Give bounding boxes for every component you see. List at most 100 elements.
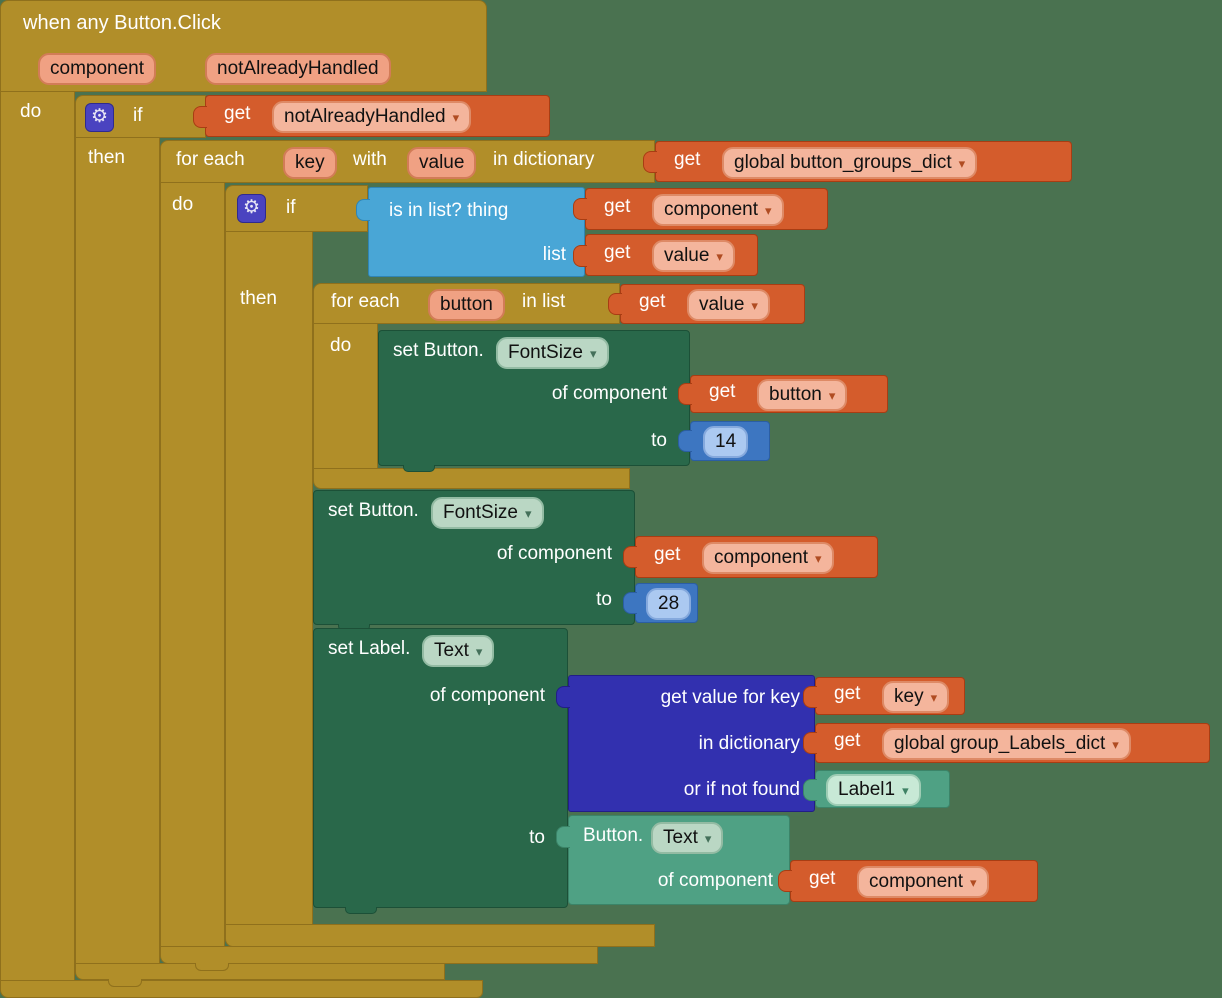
set-button-label: set Button. bbox=[393, 340, 484, 361]
inner-if-label: if bbox=[286, 197, 296, 218]
text-property-dropdown[interactable]: Text▾ bbox=[651, 822, 724, 854]
fontsize-property-dropdown[interactable]: FontSize▾ bbox=[431, 497, 544, 529]
plug-tab bbox=[678, 430, 692, 452]
foreach-dict-key-var[interactable]: key bbox=[283, 147, 337, 179]
set-block-next-connector bbox=[345, 907, 377, 914]
number-value-field[interactable]: 28 bbox=[646, 588, 692, 620]
get-label: get bbox=[674, 149, 701, 170]
plug-tab bbox=[573, 198, 587, 220]
get-notalreadyhandled-dropdown[interactable]: notAlreadyHandled▾ bbox=[272, 101, 472, 133]
get-value-for-key-block[interactable]: get value for key in dictionary or if no… bbox=[568, 675, 815, 812]
set-block-next-connector bbox=[403, 465, 435, 472]
get-label: get bbox=[834, 730, 861, 751]
label1-component-block[interactable]: Label1▾ bbox=[815, 770, 950, 808]
outer-if-then-label: then bbox=[88, 147, 125, 168]
event-param-notalreadyhandled[interactable]: notAlreadyHandled bbox=[205, 53, 391, 85]
inner-if-left-column[interactable] bbox=[225, 231, 313, 925]
plug-tab bbox=[193, 106, 207, 128]
set-label-text-block[interactable]: set Label. Text▾ of component to bbox=[313, 628, 568, 908]
plug-tab bbox=[678, 383, 692, 405]
button-text-getter-block[interactable]: Button. Text▾ of component bbox=[568, 815, 790, 905]
outer-if-bottom-bar[interactable] bbox=[75, 963, 445, 980]
plug-tab bbox=[778, 870, 792, 892]
set-label-label: set Label. bbox=[328, 638, 411, 659]
of-component-label: of component bbox=[496, 543, 612, 564]
plug-tab bbox=[556, 826, 570, 848]
in-dictionary-label: in dictionary bbox=[493, 149, 595, 170]
plug-tab bbox=[643, 151, 657, 173]
of-component-label: of component bbox=[551, 383, 667, 404]
foreach-dict-label: for each bbox=[176, 149, 245, 170]
set-button-fontsize-block-14[interactable]: set Button. FontSize▾ of component to bbox=[378, 330, 690, 466]
get-value-block[interactable]: get value▾ bbox=[585, 234, 758, 276]
get-component-block[interactable]: get component▾ bbox=[790, 860, 1038, 902]
get-value-for-key-label: get value for key bbox=[660, 687, 800, 708]
number-block-14[interactable]: 14 bbox=[690, 421, 770, 461]
foreach-list-bottom-bar[interactable] bbox=[313, 468, 630, 489]
get-button-block[interactable]: get button▾ bbox=[690, 375, 888, 413]
set-button-fontsize-block-28[interactable]: set Button. FontSize▾ of component to bbox=[313, 490, 635, 625]
foreach-list-header[interactable]: for each button in list bbox=[313, 283, 620, 324]
with-label: with bbox=[353, 149, 387, 170]
get-value-block[interactable]: get value▾ bbox=[620, 284, 805, 324]
of-component-label: of component bbox=[429, 685, 545, 706]
foreach-dict-left-column[interactable] bbox=[160, 182, 225, 947]
get-component-dropdown[interactable]: component▾ bbox=[857, 866, 989, 898]
or-if-not-found-label: or if not found bbox=[683, 779, 800, 800]
label1-dropdown[interactable]: Label1▾ bbox=[826, 774, 921, 806]
outer-if-label: if bbox=[133, 105, 143, 126]
get-value-dropdown[interactable]: value▾ bbox=[687, 289, 770, 321]
get-global-button-groups-dict-block[interactable]: get global button_groups_dict▾ bbox=[655, 141, 1072, 182]
of-component-label: of component bbox=[657, 870, 773, 891]
when-block-left-column[interactable] bbox=[0, 91, 75, 981]
plug-tab bbox=[356, 199, 370, 221]
get-label: get bbox=[834, 683, 861, 704]
foreach-list-left-column[interactable] bbox=[313, 323, 378, 469]
get-button-dropdown[interactable]: button▾ bbox=[757, 379, 848, 411]
in-list-label: in list bbox=[522, 291, 566, 312]
fontsize-property-dropdown[interactable]: FontSize▾ bbox=[496, 337, 609, 369]
when-do-label: do bbox=[20, 101, 42, 122]
get-global-group-labels-dict-block[interactable]: get global group_Labels_dict▾ bbox=[815, 723, 1210, 763]
is-in-list-block[interactable]: is in list? thing list bbox=[368, 187, 585, 277]
get-notalreadyhandled-block[interactable]: get notAlreadyHandled▾ bbox=[205, 95, 550, 137]
when-block-title: when any Button.Click bbox=[23, 12, 221, 34]
plug-tab bbox=[803, 732, 817, 754]
get-component-dropdown[interactable]: component▾ bbox=[702, 542, 834, 574]
foreach-dict-value-var[interactable]: value bbox=[407, 147, 477, 179]
to-label: to bbox=[529, 827, 545, 848]
outer-if-left-column[interactable] bbox=[75, 137, 160, 964]
foreach-dict-next-connector bbox=[195, 963, 229, 971]
inner-if-then-label: then bbox=[240, 288, 277, 309]
get-label: get bbox=[639, 291, 666, 312]
mutator-gear-icon[interactable]: ⚙ bbox=[237, 194, 266, 223]
foreach-list-loop-var[interactable]: button bbox=[428, 289, 505, 321]
inner-if-bottom-bar[interactable] bbox=[225, 924, 655, 947]
get-component-block[interactable]: get component▾ bbox=[585, 188, 828, 230]
get-component-block[interactable]: get component▾ bbox=[635, 536, 878, 578]
get-label: get bbox=[604, 196, 631, 217]
get-value-dropdown[interactable]: value▾ bbox=[652, 240, 735, 272]
get-key-block[interactable]: get key▾ bbox=[815, 677, 965, 715]
foreach-dict-do-label: do bbox=[172, 194, 194, 215]
get-key-dropdown[interactable]: key▾ bbox=[882, 681, 950, 713]
text-property-dropdown[interactable]: Text▾ bbox=[422, 635, 495, 667]
is-in-list-list-label: list bbox=[542, 244, 566, 265]
event-param-component[interactable]: component bbox=[38, 53, 157, 85]
get-component-dropdown[interactable]: component▾ bbox=[652, 194, 784, 226]
plug-tab bbox=[623, 592, 637, 614]
get-global-group-labels-dict-dropdown[interactable]: global group_Labels_dict▾ bbox=[882, 728, 1131, 760]
plug-tab bbox=[556, 686, 570, 708]
foreach-list-label: for each bbox=[331, 291, 400, 312]
foreach-dict-bottom-bar[interactable] bbox=[160, 946, 598, 964]
number-value-field[interactable]: 14 bbox=[703, 426, 749, 458]
plug-tab bbox=[803, 686, 817, 708]
plug-tab bbox=[573, 245, 587, 267]
get-label: get bbox=[809, 868, 836, 889]
foreach-dict-header[interactable]: for each key with value in dictionary bbox=[160, 140, 655, 183]
mutator-gear-icon[interactable]: ⚙ bbox=[85, 103, 114, 132]
when-block-bottom-bar[interactable] bbox=[0, 980, 483, 998]
number-block-28[interactable]: 28 bbox=[635, 583, 698, 623]
get-global-button-groups-dict-dropdown[interactable]: global button_groups_dict▾ bbox=[722, 147, 978, 179]
